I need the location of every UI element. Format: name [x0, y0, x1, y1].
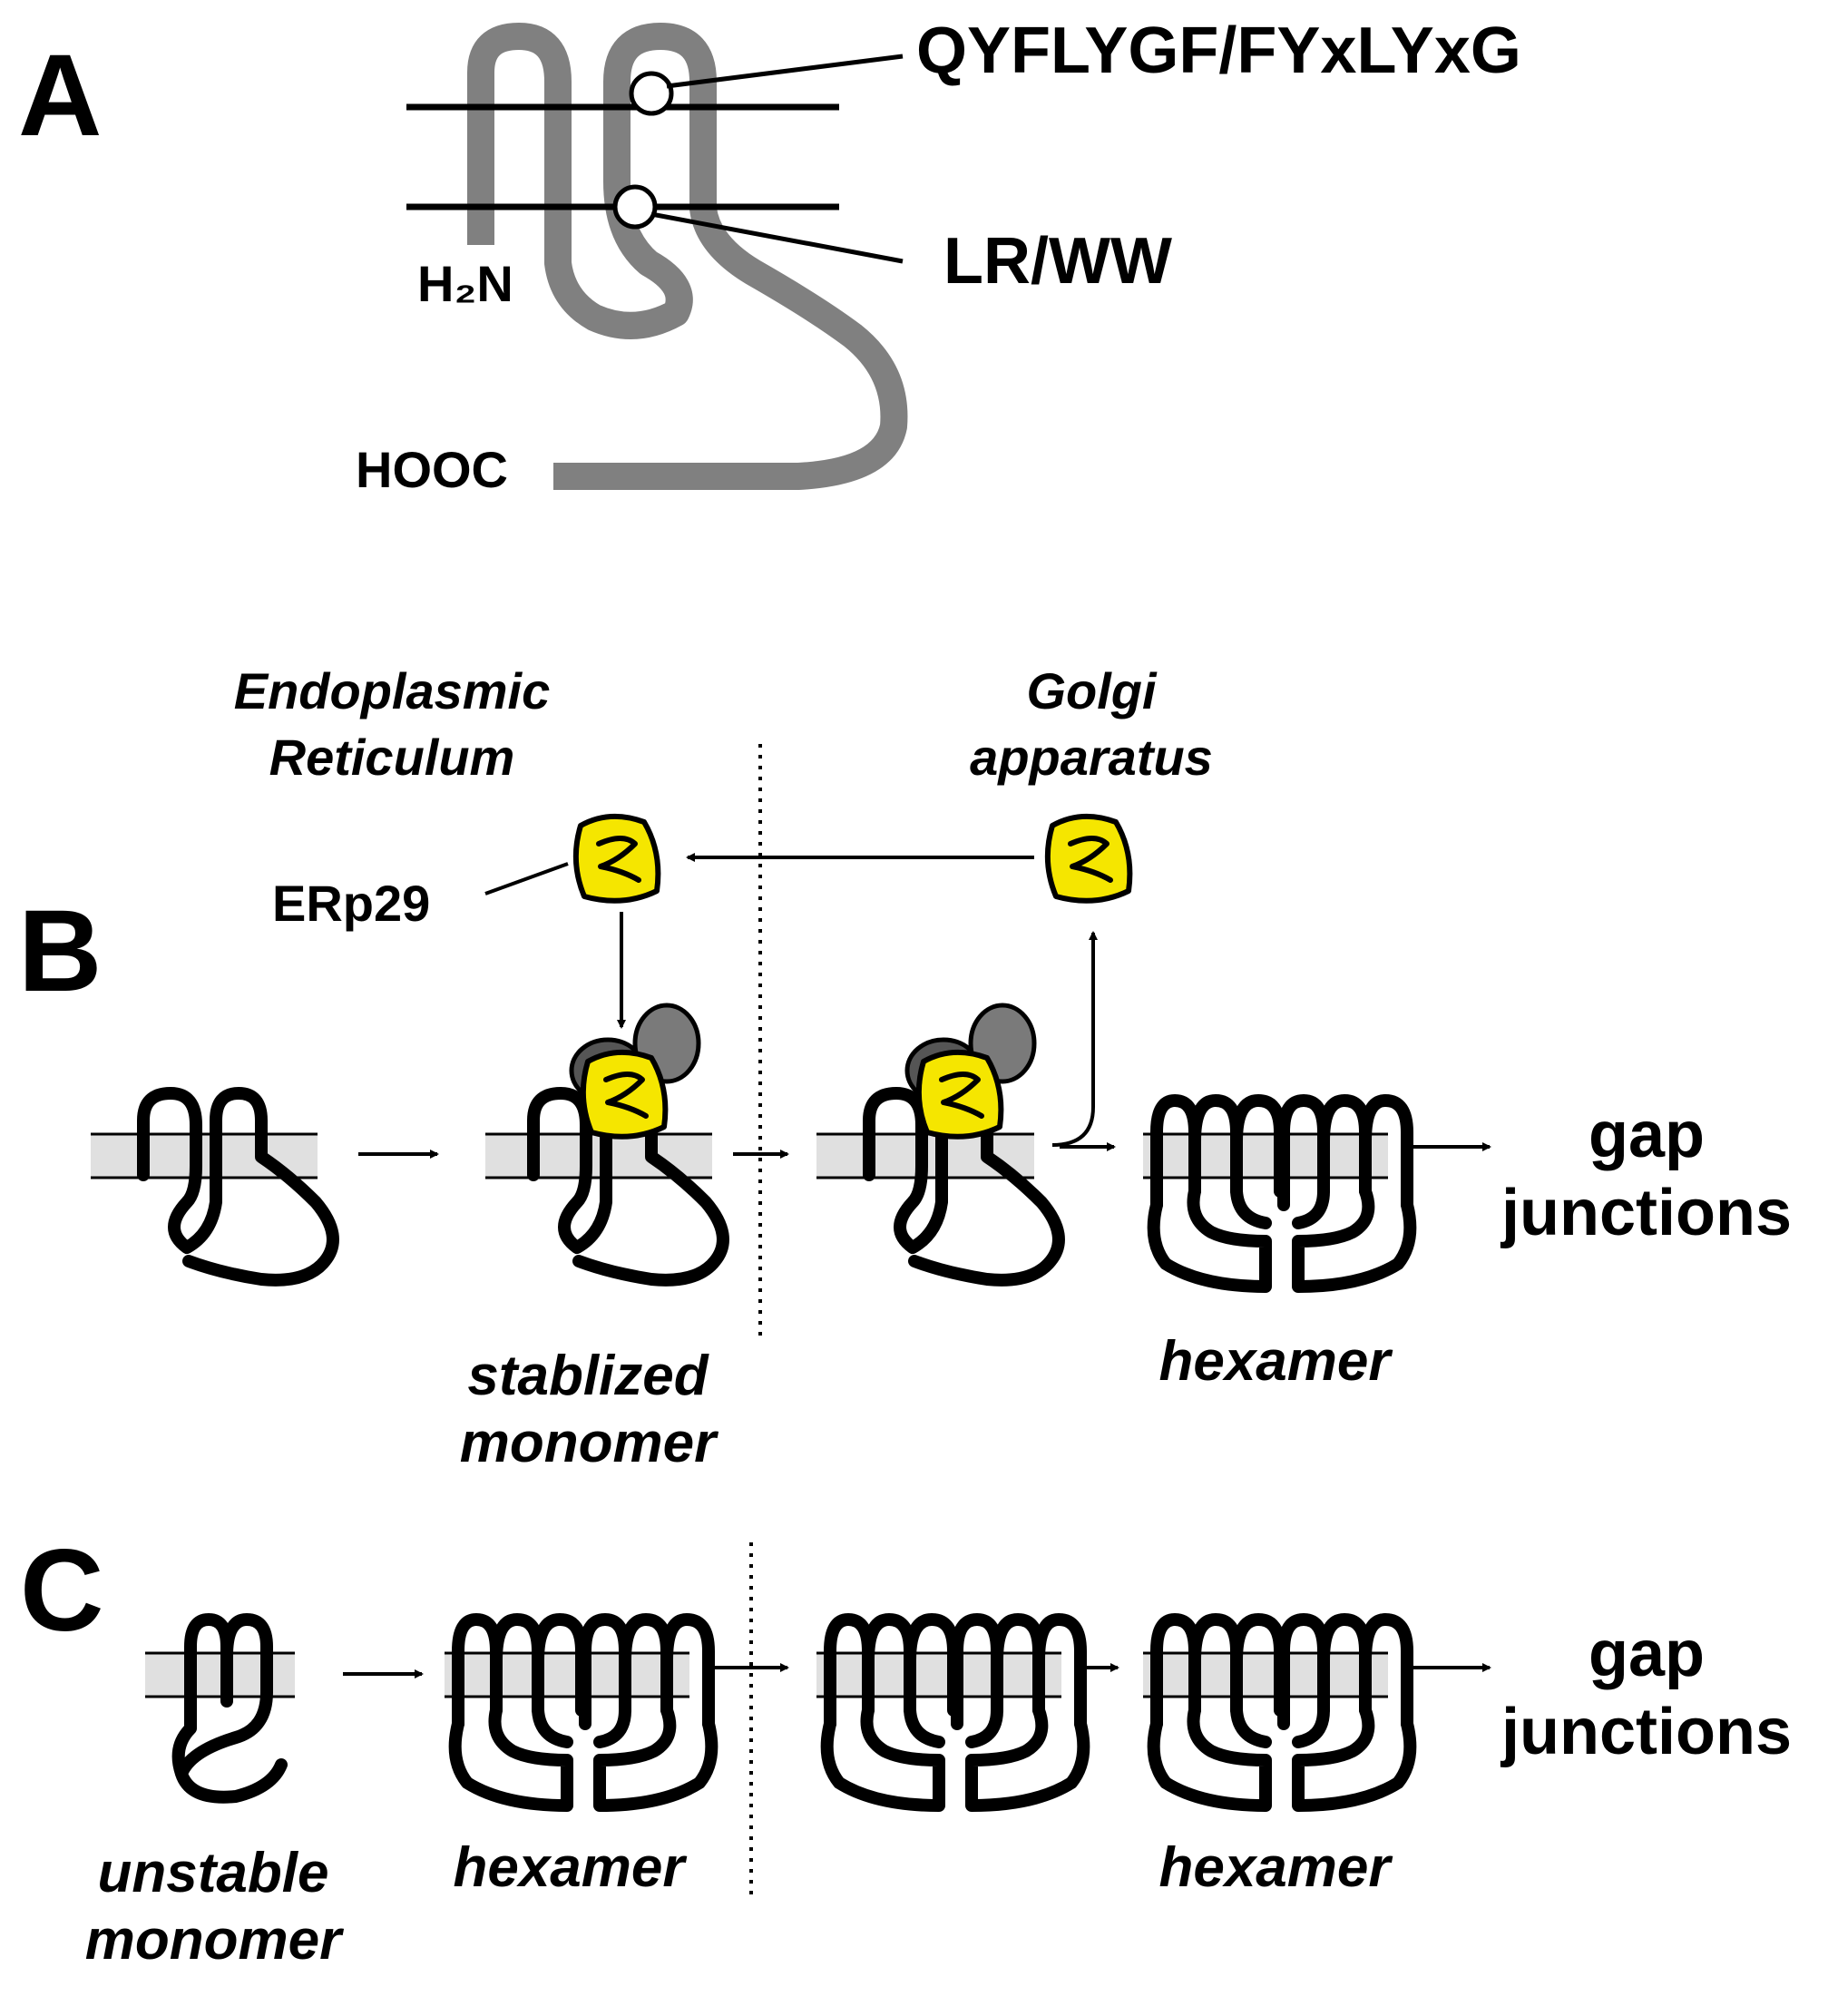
motif-label-upper: QYFLYGF/FYxLYxG: [916, 15, 1521, 87]
unstable-monomer-label: unstable monomer: [85, 1840, 341, 1975]
membrane-band-c2: [445, 1653, 689, 1697]
motif-marker-upper: [629, 71, 674, 116]
arrow-erp29-release: [1051, 931, 1098, 1147]
stabilized-monomer-label: stablized monomer: [460, 1343, 716, 1478]
membrane-band-b4: [1143, 1134, 1388, 1178]
hexamer-label-c1: hexamer: [453, 1836, 685, 1899]
erp29-leader: [484, 862, 569, 895]
stabilized-label-line2: monomer: [459, 1412, 717, 1475]
connexin-topology-chain: [467, 23, 908, 490]
golgi-label-line2: apparatus: [970, 728, 1213, 786]
gap-junctions-c-line1: gap: [1588, 1618, 1705, 1690]
golgi-label-line1: Golgi: [1026, 662, 1157, 719]
erp29-label: ERp29: [272, 875, 431, 932]
connexin-hexamer-b: [1154, 1101, 1411, 1287]
connexin-hexamer-c3: [1154, 1620, 1411, 1806]
golgi-label: Golgi apparatus: [970, 659, 1213, 791]
gap-junctions-label-b: gap junctions: [1501, 1096, 1792, 1253]
motif-marker-lower: [612, 184, 658, 230]
motif-leader-lower: [650, 211, 904, 264]
gap-junctions-b-line1: gap: [1588, 1099, 1705, 1171]
erp29-bound-b2: [583, 1052, 666, 1137]
erp29-bound-b3: [919, 1052, 1002, 1137]
connexin-monomer-b1: [143, 1093, 333, 1280]
erp29-free-golgi: [1048, 817, 1130, 901]
gap-junctions-c-line2: junctions: [1501, 1696, 1792, 1769]
unstable-label-line1: unstable: [97, 1842, 329, 1904]
gap-junctions-label-c: gap junctions: [1501, 1615, 1792, 1772]
panel-letter-c: C: [20, 1526, 104, 1656]
hexamer-label-c2: hexamer: [1158, 1836, 1391, 1899]
connexin-monomer-unstable-c: [179, 1620, 281, 1797]
c-terminus-label: HOOC: [356, 441, 508, 498]
motif-leader-upper: [666, 54, 904, 89]
connexin-hexamer-c1: [455, 1620, 712, 1806]
panel-c-pathway: [145, 1542, 1491, 1901]
n-terminus-label: H₂N: [417, 255, 513, 312]
panel-b-pathway: [91, 744, 1491, 1338]
motif-label-lower: LR/WW: [943, 225, 1172, 298]
er-label-line1: Endoplasmic: [233, 662, 551, 719]
panel-a-topology: [406, 23, 908, 490]
unstable-label-line2: monomer: [84, 1909, 342, 1972]
erp29-free-er: [576, 817, 659, 901]
gap-junctions-b-line2: junctions: [1501, 1177, 1792, 1250]
stabilized-label-line1: stablized: [467, 1345, 709, 1407]
panel-letter-a: A: [18, 31, 103, 161]
connexin-hexamer-c2: [827, 1620, 1084, 1806]
membrane-band-c3: [816, 1653, 1061, 1697]
hexamer-label-b: hexamer: [1158, 1330, 1391, 1393]
er-label: Endoplasmic Reticulum: [234, 659, 551, 791]
er-label-line2: Reticulum: [269, 728, 515, 786]
membrane-band-c4: [1143, 1653, 1388, 1697]
panel-letter-b: B: [18, 886, 103, 1016]
